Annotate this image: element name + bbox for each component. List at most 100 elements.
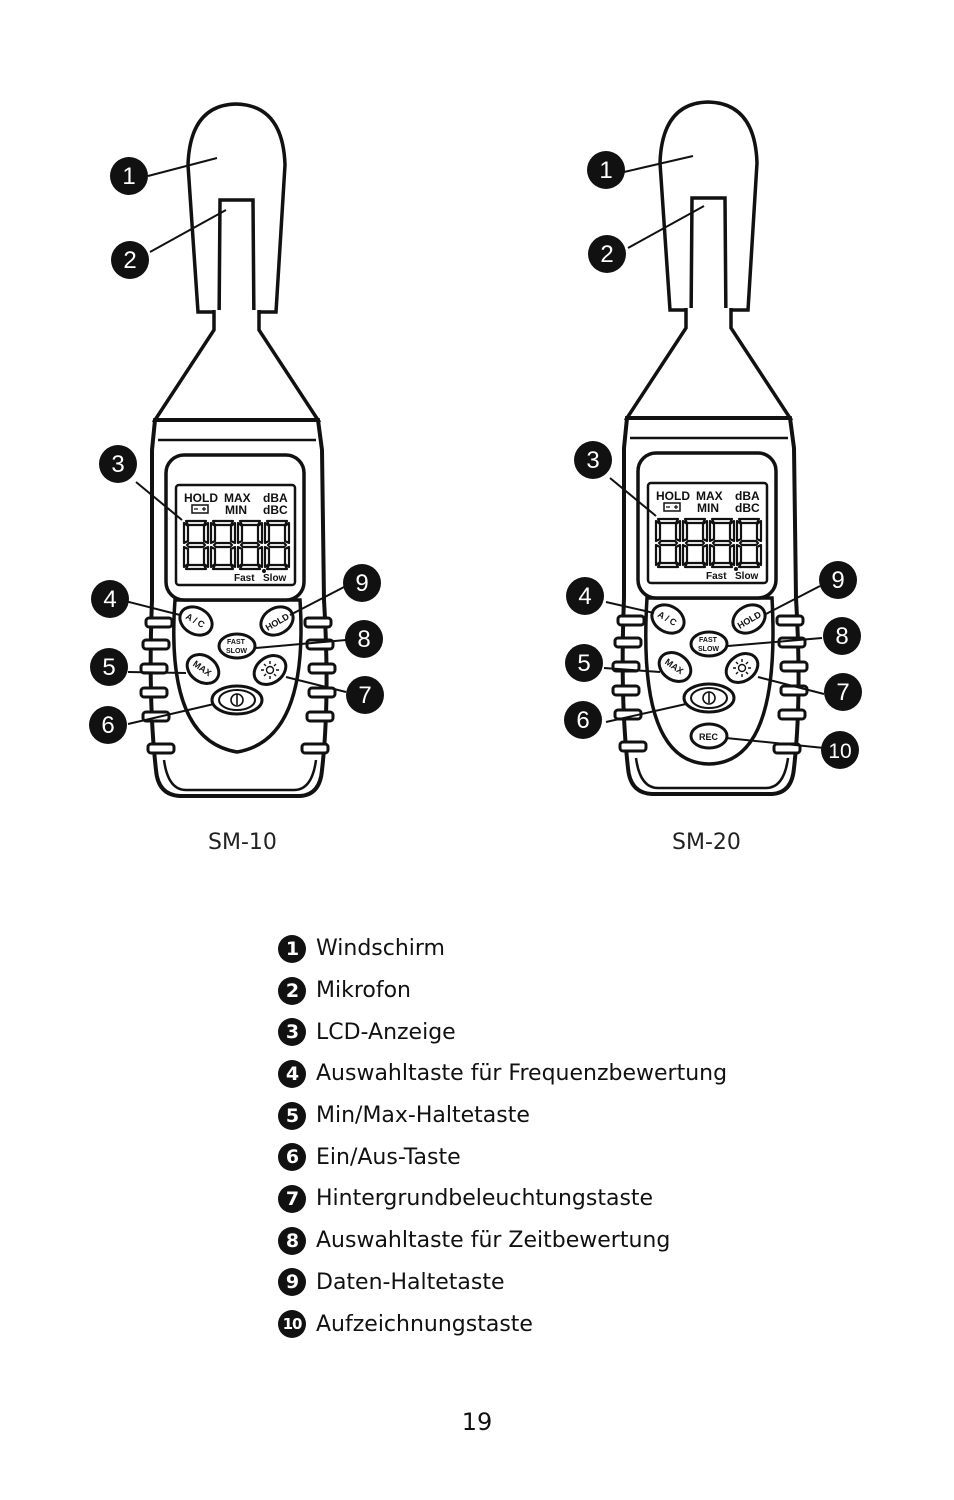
legend-text: Auswahltaste für Frequenzbewertung — [316, 1061, 728, 1087]
battery-icon — [191, 504, 209, 514]
callout-3: 3 — [111, 451, 124, 478]
callout-6: 6 — [576, 707, 589, 734]
callout-7: 7 — [358, 682, 371, 709]
legend-number: 2 — [278, 976, 306, 1005]
lcd-slow: Slow — [263, 573, 287, 584]
backlight-button[interactable] — [249, 650, 292, 691]
legend-item: 4 Auswahltaste für Frequenzbewertung — [278, 1053, 727, 1095]
legend-number: 8 — [278, 1226, 306, 1255]
legend-text: LCD-Anzeige — [316, 1019, 456, 1045]
sun-icon — [261, 661, 279, 679]
face-panel — [172, 598, 303, 754]
legend-number: 7 — [278, 1184, 306, 1213]
meter-neck — [151, 310, 322, 422]
legend-item: 2 Mikrofon — [278, 970, 727, 1012]
microphone — [689, 196, 728, 329]
hold-button[interactable]: HOLD — [728, 599, 770, 639]
legend-item: 8 Auswahltaste für Zeitbewertung — [278, 1220, 727, 1262]
legend-item: 3 LCD-Anzeige — [278, 1011, 727, 1053]
legend-number: 5 — [278, 1101, 306, 1130]
lcd-digits — [654, 517, 763, 571]
legend-text: Min/Max-Haltetaste — [316, 1103, 530, 1129]
callout-10: 10 — [828, 740, 851, 763]
callout-9: 9 — [831, 567, 844, 594]
legend-item: 10 Aufzeichnungstaste — [278, 1303, 727, 1345]
legend-number: 9 — [278, 1268, 306, 1297]
legend-item: 9 Daten-Haltetaste — [278, 1262, 727, 1304]
callout-2: 2 — [600, 241, 613, 268]
legend-text: Auswahltaste für Zeitbewertung — [316, 1228, 671, 1254]
callout-4: 4 — [578, 583, 591, 610]
face-panel — [644, 596, 775, 766]
battery-icon — [663, 502, 681, 512]
power-icon — [702, 691, 716, 705]
lcd-fast: Fast — [706, 571, 727, 582]
lcd-dbc: dBC — [263, 503, 288, 517]
fast-slow-button[interactable]: FAST SLOW — [689, 630, 729, 658]
lcd-max: MAX — [224, 491, 251, 505]
ac-button[interactable]: A / C — [647, 599, 689, 639]
power-icon — [230, 693, 244, 707]
model-label-sm20: SM-20 — [672, 830, 741, 855]
legend-number: 1 — [278, 934, 306, 963]
lcd-digits — [182, 519, 291, 573]
callout-1: 1 — [122, 163, 135, 190]
callout-7: 7 — [836, 679, 849, 706]
lcd-fast: Fast — [234, 573, 255, 584]
max-button[interactable]: MAX — [182, 649, 225, 690]
legend-item: 5 Min/Max-Haltetaste — [278, 1095, 727, 1137]
backlight-button[interactable] — [721, 648, 764, 689]
svg-text:FAST: FAST — [699, 637, 718, 644]
legend-text: Ein/Aus-Taste — [316, 1144, 461, 1170]
legend-text: Hintergrundbeleuchtungstaste — [316, 1186, 654, 1212]
legend-item: 1 Windschirm — [278, 928, 727, 970]
meter-diagrams: HOLD MAX dBA MIN dBC Fast Slow A / C — [89, 100, 862, 798]
lcd-min: MIN — [225, 503, 247, 517]
callout-6: 6 — [101, 712, 114, 739]
fast-slow-button[interactable]: FAST SLOW — [217, 632, 257, 660]
legend-number: 6 — [278, 1143, 306, 1172]
legend-text: Windschirm — [316, 936, 445, 962]
legend-text: Mikrofon — [316, 978, 412, 1004]
legend-text: Daten-Haltetaste — [316, 1269, 505, 1295]
lcd-hold: HOLD — [656, 489, 690, 503]
legend-text: Aufzeichnungstaste — [316, 1311, 533, 1337]
callout-5: 5 — [577, 650, 590, 677]
callout-8: 8 — [835, 623, 848, 650]
lcd-slow: Slow — [735, 571, 759, 582]
legend-item: 7 Hintergrundbeleuchtungstaste — [278, 1178, 727, 1220]
lcd-min: MIN — [697, 501, 719, 515]
power-button[interactable] — [210, 684, 264, 716]
callout-2: 2 — [123, 247, 136, 274]
sm10-meter: HOLD MAX dBA MIN dBC Fast Slow A / C — [89, 102, 384, 798]
lcd-dbc: dBC — [735, 501, 760, 515]
callout-1: 1 — [599, 157, 612, 184]
max-button[interactable]: MAX — [654, 647, 697, 688]
rec-button[interactable]: REC — [689, 722, 729, 750]
callout-5: 5 — [102, 654, 115, 681]
model-label-sm10: SM-10 — [208, 830, 277, 855]
lcd-dba: dBA — [735, 489, 760, 503]
ac-button[interactable]: A / C — [175, 601, 217, 641]
sm20-meter: HOLD MAX dBA MIN dBC Fast Slow A / C — [564, 100, 862, 796]
svg-text:SLOW: SLOW — [226, 648, 247, 655]
lcd-dba: dBA — [263, 491, 288, 505]
callout-4: 4 — [103, 586, 116, 613]
svg-text:REC: REC — [699, 732, 719, 742]
power-button[interactable] — [682, 682, 736, 714]
legend-number: 10 — [278, 1310, 306, 1339]
page-number: 19 — [461, 1408, 493, 1436]
meter-neck — [623, 308, 794, 420]
legend-item: 6 Ein/Aus-Taste — [278, 1136, 727, 1178]
hold-button[interactable]: HOLD — [256, 601, 298, 641]
sun-icon — [733, 659, 751, 677]
microphone — [217, 198, 256, 331]
lcd-max: MAX — [696, 489, 723, 503]
svg-text:SLOW: SLOW — [698, 646, 719, 653]
svg-text:FAST: FAST — [227, 639, 246, 646]
lcd-hold: HOLD — [184, 491, 218, 505]
legend-number: 4 — [278, 1059, 306, 1088]
legend-number: 3 — [278, 1018, 306, 1047]
callout-3: 3 — [586, 447, 599, 474]
